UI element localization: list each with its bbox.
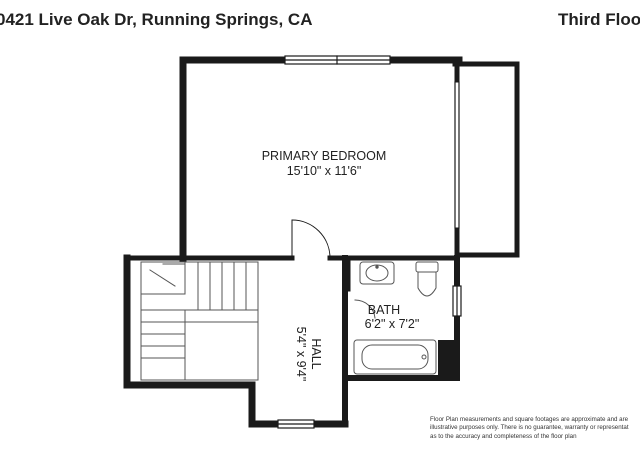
stair-walls — [123, 254, 349, 428]
bedroom-door — [291, 219, 331, 259]
hall-name: HALL — [309, 338, 323, 369]
bath-walls — [342, 255, 460, 381]
bath-fixtures — [353, 261, 439, 375]
hall-dimensions: 5'4" x 9'4" — [294, 327, 308, 382]
bath-dimensions: 6'2" x 7'2" — [365, 317, 420, 331]
bath-wall-chase — [438, 340, 456, 376]
closet-sliding-door — [454, 81, 460, 229]
bath-name: BATH — [368, 303, 400, 317]
hall-bottom-window — [277, 419, 315, 429]
disclaimer-line-1: Floor Plan measurements and square foota… — [430, 416, 629, 423]
bath-window — [452, 285, 462, 317]
disclaimer-line-2: illustrative purposes only. There is no … — [430, 424, 629, 432]
property-address: 0421 Live Oak Dr, Running Springs, CA — [0, 10, 313, 29]
bedroom-name: PRIMARY BEDROOM — [262, 149, 387, 163]
bedroom-dimensions: 15'10" x 11'6" — [287, 164, 362, 178]
staircase — [140, 261, 259, 381]
floor-plan-disclaimer: Floor Plan measurements and square foota… — [430, 416, 640, 441]
disclaimer-line-3: as to the accuracy and completeness of t… — [430, 432, 577, 440]
bedroom-window — [284, 55, 391, 65]
floor-name: Third Floo — [558, 10, 640, 29]
